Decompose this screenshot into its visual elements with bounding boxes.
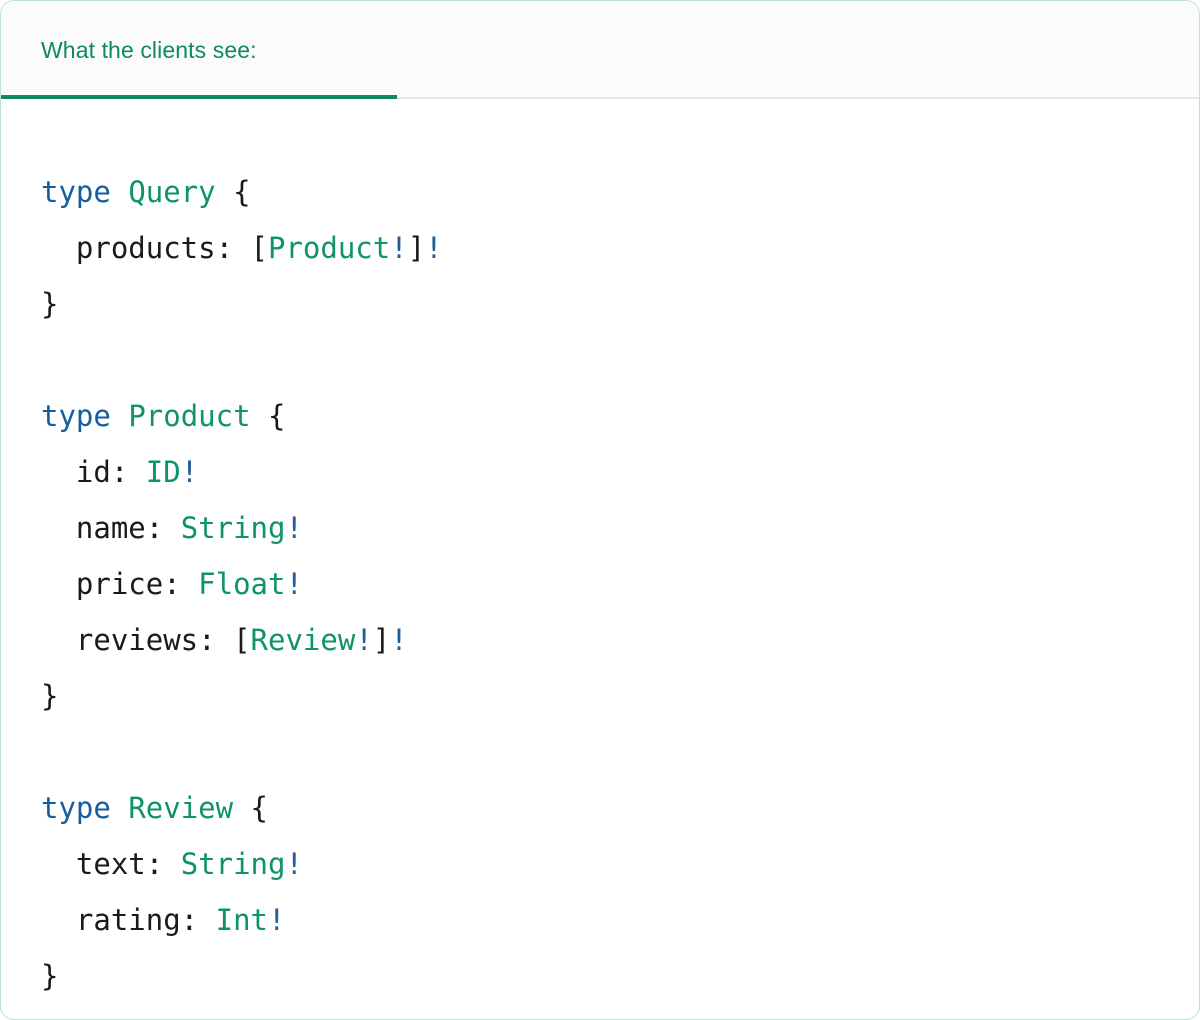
code-token xyxy=(233,791,250,825)
code-token: ! xyxy=(425,231,443,265)
code-token: price: xyxy=(75,567,181,601)
code-token xyxy=(198,903,215,937)
code-token: { xyxy=(250,791,269,825)
code-token: type xyxy=(41,791,111,825)
code-token: text: xyxy=(75,847,164,881)
code-token: ! xyxy=(285,847,303,881)
code-token: ! xyxy=(390,623,408,657)
code-token: ! xyxy=(285,567,303,601)
code-token: type xyxy=(41,399,111,433)
code-token: ] xyxy=(372,623,391,657)
code-token: } xyxy=(41,959,59,993)
graphql-schema-code[interactable]: type Query { products: [Product!]!} type… xyxy=(1,164,1199,1004)
code-token xyxy=(163,511,180,545)
code-token: Product xyxy=(268,231,391,265)
code-token xyxy=(41,623,76,657)
code-token xyxy=(128,455,145,489)
code-token: reviews: xyxy=(75,623,216,657)
code-token: String xyxy=(180,847,286,881)
code-line: } xyxy=(41,668,1199,724)
code-token xyxy=(41,847,76,881)
code-token xyxy=(181,567,198,601)
code-block-area: type Query { products: [Product!]!} type… xyxy=(1,99,1199,1004)
code-line: } xyxy=(41,276,1199,332)
code-line xyxy=(41,332,1199,388)
code-token: [ xyxy=(250,231,268,265)
code-token: type xyxy=(41,175,111,209)
code-token: { xyxy=(268,399,286,433)
code-token: Query xyxy=(128,175,216,209)
code-line: name: String! xyxy=(41,500,1199,556)
code-token: { xyxy=(233,175,251,209)
code-token: ! xyxy=(285,511,303,545)
tab-strip-divider xyxy=(1,97,1199,99)
code-line: type Product { xyxy=(41,388,1199,444)
code-token xyxy=(41,455,76,489)
tab-what-the-clients-see[interactable]: What the clients see: xyxy=(1,1,397,99)
code-line: price: Float! xyxy=(41,556,1199,612)
code-token xyxy=(216,623,233,657)
code-token: } xyxy=(41,679,59,713)
code-token: name: xyxy=(75,511,164,545)
code-token: ] xyxy=(407,231,426,265)
code-token: Float xyxy=(198,567,286,601)
code-token: } xyxy=(41,287,59,321)
code-line: } xyxy=(41,948,1199,1004)
code-token: [ xyxy=(233,623,251,657)
code-token: ! xyxy=(390,231,408,265)
code-token xyxy=(233,231,250,265)
code-line: rating: Int! xyxy=(41,892,1199,948)
code-line: reviews: [Review!]! xyxy=(41,612,1199,668)
code-line: products: [Product!]! xyxy=(41,220,1199,276)
tab-label: What the clients see: xyxy=(41,36,257,63)
code-token xyxy=(41,231,76,265)
active-tab-underline xyxy=(1,95,397,99)
code-token: Int xyxy=(215,903,268,937)
code-token: ID xyxy=(145,455,181,489)
code-token: rating: xyxy=(75,903,199,937)
code-token: ! xyxy=(355,623,373,657)
code-token xyxy=(111,399,128,433)
code-token xyxy=(111,791,128,825)
code-token xyxy=(216,175,233,209)
code-token: id: xyxy=(75,455,129,489)
code-line: type Query { xyxy=(41,164,1199,220)
code-token xyxy=(251,399,268,433)
code-token: String xyxy=(180,511,286,545)
code-token: ! xyxy=(180,455,199,489)
code-token: Product xyxy=(128,399,251,433)
code-token: products: xyxy=(75,231,234,265)
code-token xyxy=(163,847,180,881)
code-token: ! xyxy=(268,903,286,937)
code-token: Review xyxy=(128,791,234,825)
tab-strip: What the clients see: xyxy=(1,1,1199,99)
code-token xyxy=(41,903,76,937)
code-line xyxy=(41,724,1199,780)
code-line: type Review { xyxy=(41,780,1199,836)
code-token xyxy=(41,567,76,601)
code-token xyxy=(111,175,128,209)
code-line: text: String! xyxy=(41,836,1199,892)
code-token xyxy=(41,511,76,545)
code-token: Review xyxy=(250,623,356,657)
code-line: id: ID! xyxy=(41,444,1199,500)
